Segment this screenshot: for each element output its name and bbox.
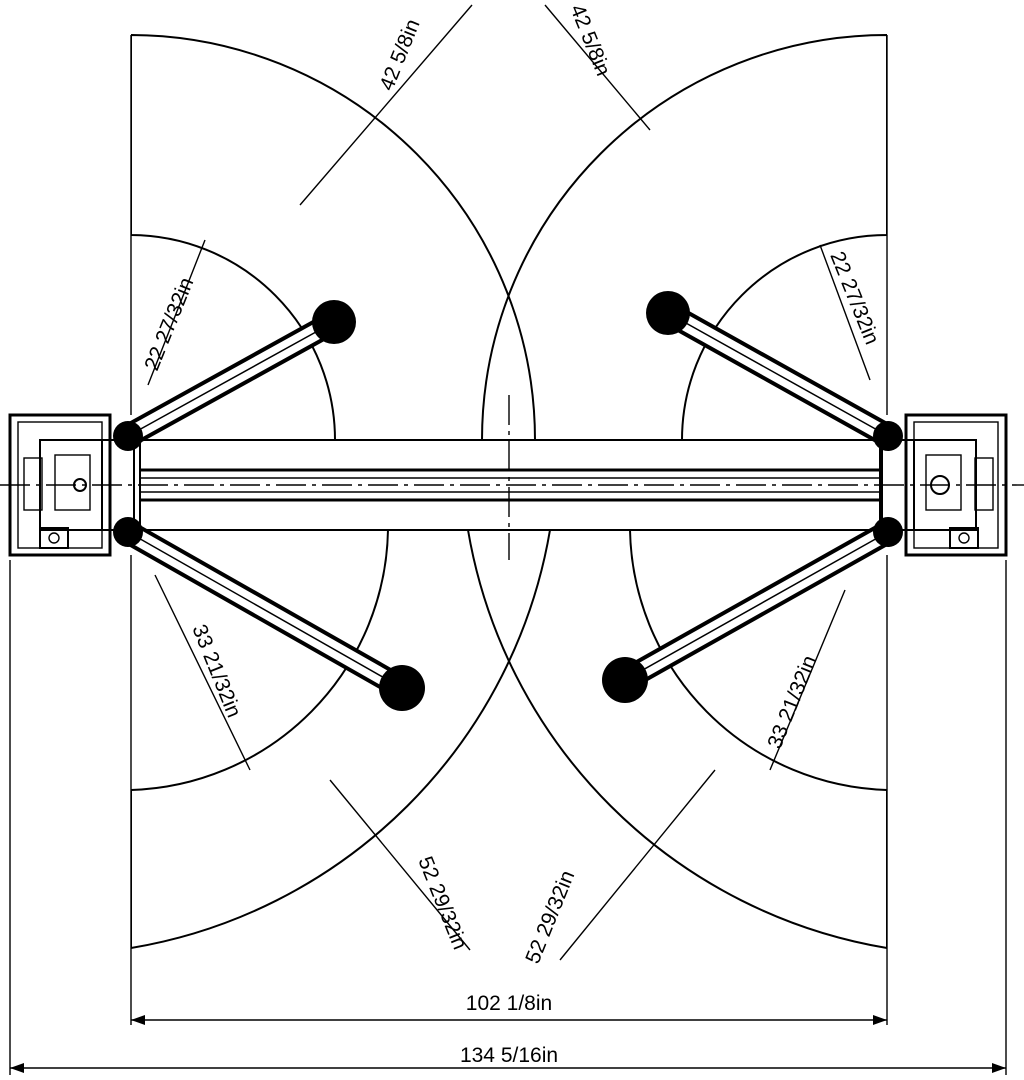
label-bottom-left-inner-radius: 33 21/32in bbox=[187, 621, 245, 721]
swing-zone-bottom-right bbox=[466, 530, 887, 950]
label-bottom-right-outer-radius: 52 29/32in bbox=[521, 867, 579, 967]
swing-zone-top-left bbox=[131, 33, 537, 440]
left-post bbox=[8, 413, 135, 557]
label-top-left-inner-radius: 22 27/32in bbox=[140, 274, 198, 374]
arm-top-right bbox=[646, 291, 903, 451]
right-post bbox=[881, 413, 1008, 557]
swing-zone-bottom-left bbox=[131, 530, 552, 950]
dimension-inside-width bbox=[131, 1015, 887, 1025]
label-top-right-outer-radius: 42 5/8in bbox=[565, 1, 614, 79]
label-top-right-inner-radius: 22 27/32in bbox=[825, 248, 883, 348]
label-top-left-outer-radius: 42 5/8in bbox=[375, 16, 424, 94]
leader-top-left-outer bbox=[299, 4, 473, 206]
leader-bottom-left-inner bbox=[154, 574, 251, 771]
label-inside-width: 102 1/8in bbox=[466, 992, 552, 1015]
leader-top-right-outer bbox=[544, 4, 651, 131]
arm-top-left bbox=[113, 300, 356, 451]
leader-bottom-left-outer bbox=[329, 779, 471, 951]
label-bottom-right-inner-radius: 33 21/32in bbox=[763, 652, 821, 752]
label-overall-width: 134 5/16in bbox=[460, 1044, 558, 1067]
label-bottom-left-outer-radius: 52 29/32in bbox=[413, 853, 471, 953]
swing-zone-top-right bbox=[480, 33, 887, 440]
dimension-overall-width bbox=[9, 560, 1007, 1075]
arm-bottom-left bbox=[113, 517, 425, 711]
leader-top-right-inner bbox=[819, 244, 871, 381]
arm-bottom-right bbox=[602, 517, 903, 703]
leader-top-left-inner bbox=[147, 239, 206, 386]
leader-bottom-right-outer bbox=[559, 769, 716, 961]
leader-bottom-right-inner bbox=[769, 589, 846, 771]
lift-crossbeam bbox=[139, 439, 881, 531]
